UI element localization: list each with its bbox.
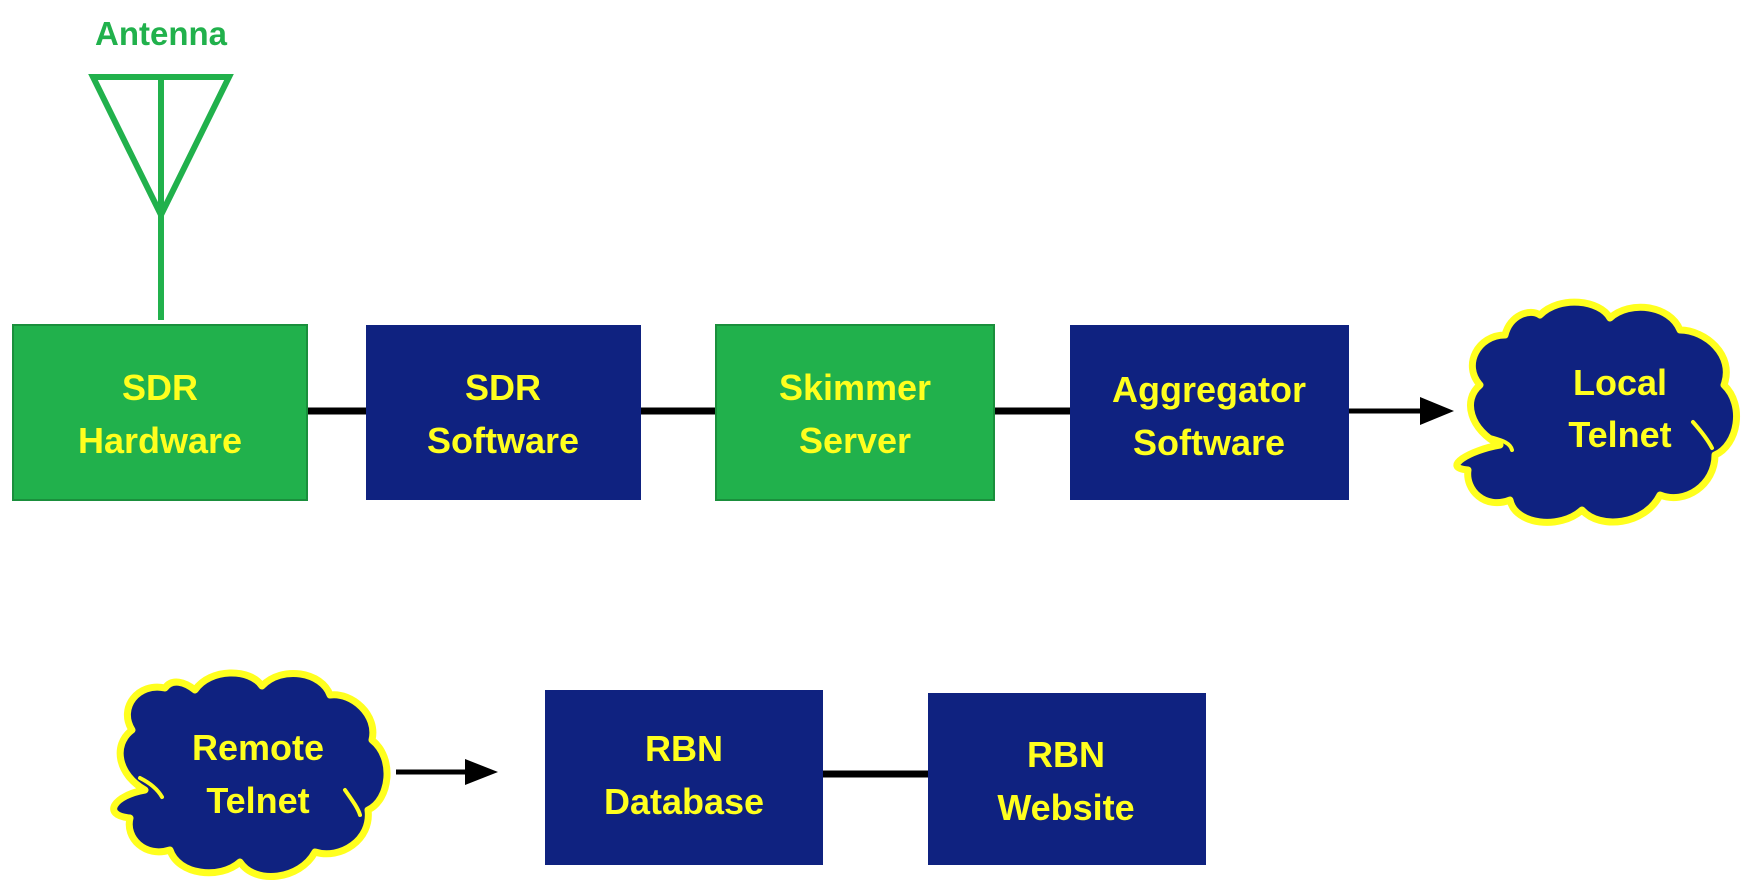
rbn-website-box: RBN Website xyxy=(928,693,1206,865)
remote-telnet-cloud: Remote Telnet xyxy=(110,669,391,880)
sdr-software-box: SDR Software xyxy=(366,325,641,500)
sdr-hardware-line2: Hardware xyxy=(78,420,242,461)
rbn-website-line2: Website xyxy=(997,787,1134,828)
rbn-database-line2: Database xyxy=(604,781,764,822)
remote-telnet-line1: Remote xyxy=(192,727,324,768)
rbn-database-box: RBN Database xyxy=(545,690,823,865)
rbn-database-line1: RBN xyxy=(645,728,723,769)
sdr-hardware-box: SDR Hardware xyxy=(12,324,308,501)
aggregator-software-line1: Aggregator xyxy=(1112,369,1306,410)
sdr-software-line2: Software xyxy=(427,420,579,461)
remote-telnet-line2: Telnet xyxy=(206,780,309,821)
aggregator-software-box: Aggregator Software xyxy=(1070,325,1349,500)
antenna-label: Antenna xyxy=(95,15,228,52)
arrow-aggregator-to-local-telnet xyxy=(1349,397,1454,425)
arrow-remote-telnet-to-database xyxy=(396,759,498,785)
local-telnet-cloud: Local Telnet xyxy=(1453,298,1741,526)
sdr-software-line1: SDR xyxy=(465,367,541,408)
skimmer-server-line2: Server xyxy=(799,420,911,461)
rbn-website-line1: RBN xyxy=(1027,734,1105,775)
antenna-icon: Antenna xyxy=(88,15,234,320)
skimmer-server-box: Skimmer Server xyxy=(715,324,995,501)
local-telnet-line1: Local xyxy=(1573,362,1667,403)
sdr-hardware-line1: SDR xyxy=(122,367,198,408)
local-telnet-line2: Telnet xyxy=(1568,414,1671,455)
skimmer-server-line1: Skimmer xyxy=(779,367,931,408)
aggregator-software-line2: Software xyxy=(1133,422,1285,463)
